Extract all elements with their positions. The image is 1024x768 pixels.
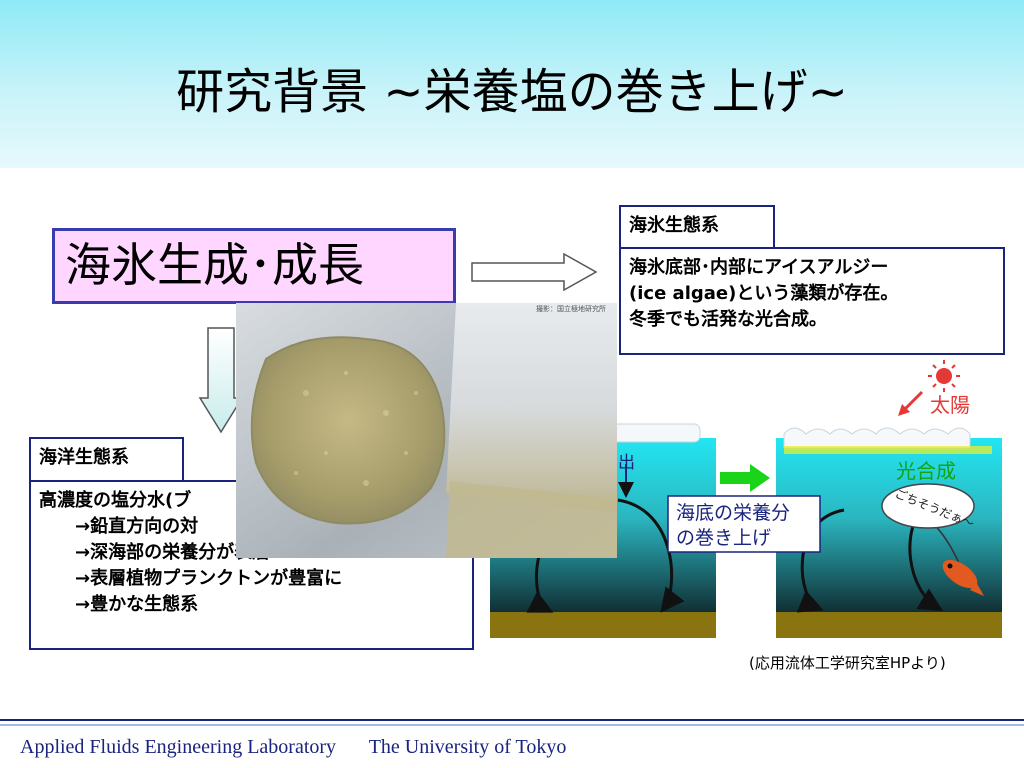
down-arrow-icon <box>198 327 244 434</box>
sea-ice-line-3: 冬季でも活発な光合成。 <box>629 309 827 330</box>
ocean-line-5: →豊かな生態系 <box>75 594 199 615</box>
ocean-ecosystem-tag: 海洋生態系 <box>29 437 184 481</box>
partial-label: 出 <box>618 453 635 473</box>
ocean-line-4: →表層植物プランクトンが豊富に <box>75 568 343 589</box>
fish-icon <box>942 559 984 596</box>
header-banner <box>0 0 1024 168</box>
footer-divider <box>0 719 1024 726</box>
photosynthesis-label: 光合成 <box>896 459 956 483</box>
ocean-line-3: →深海部の栄養分が表層へ <box>75 542 289 563</box>
ocean-ecosystem-text-box: 高濃度の塩分水(ブ →鉛直方向の対 →深海部の栄養分が表層へ →表層植物プランク… <box>29 480 474 650</box>
upwelling-label-line1: 海底の栄養分 <box>676 502 790 524</box>
sea-ice-line-2: (ice algae)という藻類が存在。 <box>629 283 899 304</box>
source-caption: (応用流体工学研究室HPより) <box>749 654 946 672</box>
ocean-line-2: →鉛直方向の対 <box>75 516 199 537</box>
speech-bubble <box>881 483 975 529</box>
photo-watermark: 撮影：国立極地研究所 <box>536 304 606 313</box>
footer-university: The University of Tokyo <box>368 736 567 758</box>
upwelling-label-line2: の巻き上げ <box>676 527 771 549</box>
sea-ice-photo-art: 撮影：国立極地研究所 <box>236 303 617 558</box>
footer: Applied Fluids Engineering Laboratory Th… <box>20 736 594 759</box>
sea-ice-ecosystem-tag: 海氷生態系 <box>619 205 775 248</box>
footer-lab: Applied Fluids Engineering Laboratory <box>20 736 337 758</box>
sea-ice-photo: 撮影：国立極地研究所 <box>236 303 617 558</box>
ocean-line-1: 高濃度の塩分水(ブ <box>39 490 192 511</box>
right-arrow-icon <box>471 252 598 292</box>
sea-ice-ecosystem-text-box: 海氷底部･内部にアイスアルジー (ice algae)という藻類が存在。 冬季で… <box>619 247 1005 355</box>
sea-ice-growth-box: 海氷生成･成長 <box>52 228 456 304</box>
sun-icon <box>898 360 960 416</box>
slide-title: 研究背景 ~栄養塩の巻き上げ~ <box>176 64 848 120</box>
sea-ice-line-1: 海氷底部･内部にアイスアルジー <box>629 257 889 278</box>
green-arrow-icon <box>720 464 770 492</box>
sun-label: 太陽 <box>930 393 970 417</box>
